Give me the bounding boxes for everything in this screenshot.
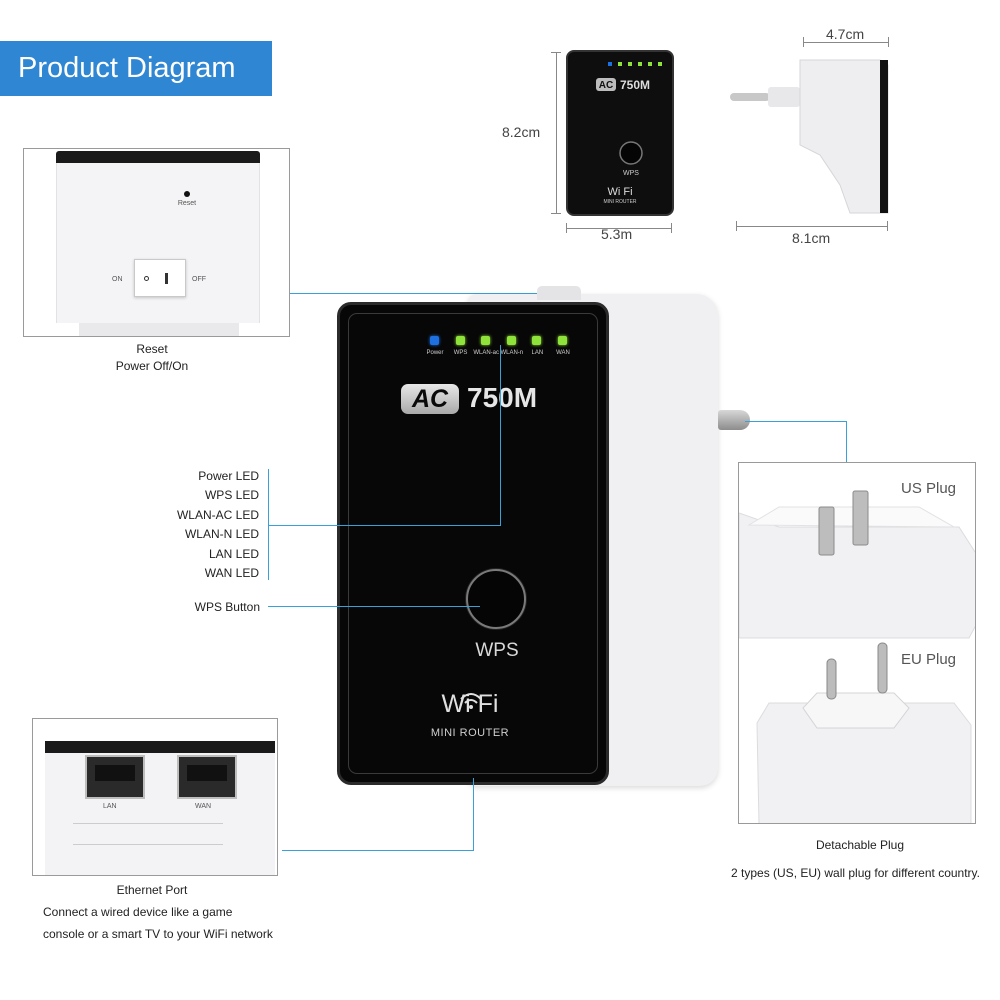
off-label: OFF xyxy=(192,276,206,283)
on-label: ON xyxy=(112,276,123,283)
depth-dimension-label: 4.7cm xyxy=(826,26,865,42)
device-top-edge xyxy=(56,151,260,163)
height-dimension-label: 8.2cm xyxy=(502,124,541,140)
depth-dimension-tick-right xyxy=(888,37,889,47)
led-callout-label: WPS LED xyxy=(204,488,259,503)
device-front-bezel xyxy=(348,313,598,774)
wan-port-slot xyxy=(187,765,227,781)
eu-plug-pin-icon xyxy=(718,410,750,430)
plug-callout-vertical xyxy=(846,421,847,462)
ethernet-callout-horizontal xyxy=(282,850,474,851)
us-plug-label: US Plug xyxy=(901,480,957,497)
ac-badge: AC xyxy=(401,384,459,414)
wps-button[interactable] xyxy=(466,569,526,629)
svg-text:AC: AC xyxy=(599,80,613,91)
led-wan xyxy=(558,336,567,345)
power-switch xyxy=(134,259,186,297)
led-wps xyxy=(455,336,465,345)
led-callout-label: LAN LED xyxy=(208,546,259,561)
height-dimension-tick-top xyxy=(551,52,561,53)
led-callout-horizontal xyxy=(268,525,500,526)
ethernet-description-line1: Connect a wired device like a game xyxy=(43,905,233,919)
svg-text:WPS: WPS xyxy=(623,170,639,177)
svg-text:750M: 750M xyxy=(620,78,650,92)
callout-line-power-switch xyxy=(290,293,538,294)
led-label-text: Power xyxy=(426,350,444,356)
svg-text:MINI ROUTER: MINI ROUTER xyxy=(603,199,636,205)
length-dimension-tick-right xyxy=(887,221,888,231)
width-dimension-label: 5.3m xyxy=(601,226,633,242)
led-label-text: WAN xyxy=(556,350,570,356)
detachable-plug-inset: US Plug EU Plug xyxy=(738,462,976,824)
plug-callout-horizontal xyxy=(745,421,846,422)
depth-dimension-line xyxy=(803,42,889,43)
device-thumbnail-graphic: AC 750M WPS Wi Fi MINI ROUTER xyxy=(596,62,662,205)
led-label-text: LAN xyxy=(531,350,544,356)
wps-label: WPS xyxy=(475,640,519,661)
device-front-thumbnail: AC 750M WPS Wi Fi MINI ROUTER xyxy=(566,50,674,216)
led-label-text: WLAN-n xyxy=(500,350,524,356)
wan-port xyxy=(177,755,237,799)
device-front-panel xyxy=(337,302,609,785)
led-callout-label: WLAN-N LED xyxy=(184,527,259,542)
device-top-plug-edge xyxy=(537,286,581,300)
page-title-banner: Product Diagram xyxy=(0,41,272,96)
led-callout-label: WLAN-AC LED xyxy=(176,507,259,522)
ethernet-description-line2: console or a smart TV to your WiFi netwo… xyxy=(43,927,273,941)
height-dimension-line xyxy=(556,52,557,214)
lan-port-slot xyxy=(95,765,135,781)
reset-hole-icon xyxy=(184,191,190,197)
lan-label: LAN xyxy=(103,803,117,810)
power-caption: Power Off/On xyxy=(115,359,189,373)
wps-button-callout-label: WPS Button xyxy=(194,600,260,614)
device-top-body xyxy=(56,163,260,323)
power-switch-inset: Reset ON OFF xyxy=(23,148,290,337)
led-bracket-line xyxy=(268,469,269,580)
svg-text:Wi Fi: Wi Fi xyxy=(607,186,632,198)
length-dimension-line xyxy=(736,226,888,227)
led-label-text: WPS xyxy=(453,350,468,356)
speed-label: 750M xyxy=(467,382,538,413)
led-label-text: WLAN-ac xyxy=(473,350,500,356)
switch-off-mark xyxy=(165,273,168,284)
ethernet-callout-vertical xyxy=(473,778,474,851)
lan-port xyxy=(85,755,145,799)
led-power xyxy=(430,336,439,345)
led-callout-label: Power LED xyxy=(198,469,259,483)
plug-options-graphic xyxy=(739,490,975,823)
device-side-thumbnail xyxy=(730,59,889,214)
depth-dimension-tick-left xyxy=(803,37,804,47)
led-wlan-n xyxy=(506,336,516,345)
ethernet-port-inset: LAN WAN xyxy=(32,718,278,876)
height-dimension-tick-bottom xyxy=(551,213,561,214)
switch-on-mark xyxy=(144,276,149,281)
device-bottom-body xyxy=(45,753,275,875)
width-dimension-tick-left xyxy=(566,223,567,233)
led-callout-label: WAN LED xyxy=(204,566,259,580)
ethernet-port-caption: Ethernet Port xyxy=(116,883,188,897)
reset-label: Reset xyxy=(177,200,197,207)
wifi-signal-icon xyxy=(460,693,482,709)
width-dimension-tick-right xyxy=(671,223,672,233)
device-top-base xyxy=(79,323,239,336)
eu-plug-label: EU Plug xyxy=(901,651,957,668)
led-wlan-ac xyxy=(481,336,491,345)
detachable-plug-caption: Detachable Plug xyxy=(815,838,905,852)
led-callout-vertical xyxy=(500,345,501,526)
led-lan xyxy=(532,336,542,345)
device-bottom-edge xyxy=(45,741,275,753)
mini-router-label: MINI ROUTER xyxy=(430,727,510,739)
width-dimension-line xyxy=(566,228,672,229)
length-dimension-label: 8.1cm xyxy=(792,230,831,246)
label-sticker-lines xyxy=(73,823,223,845)
wps-button-callout-line xyxy=(268,606,480,607)
wan-label: WAN xyxy=(195,803,212,810)
detachable-plug-description: 2 types (US, EU) wall plug for different… xyxy=(731,866,980,880)
length-dimension-tick-left xyxy=(736,221,737,231)
reset-caption: Reset xyxy=(136,342,168,356)
